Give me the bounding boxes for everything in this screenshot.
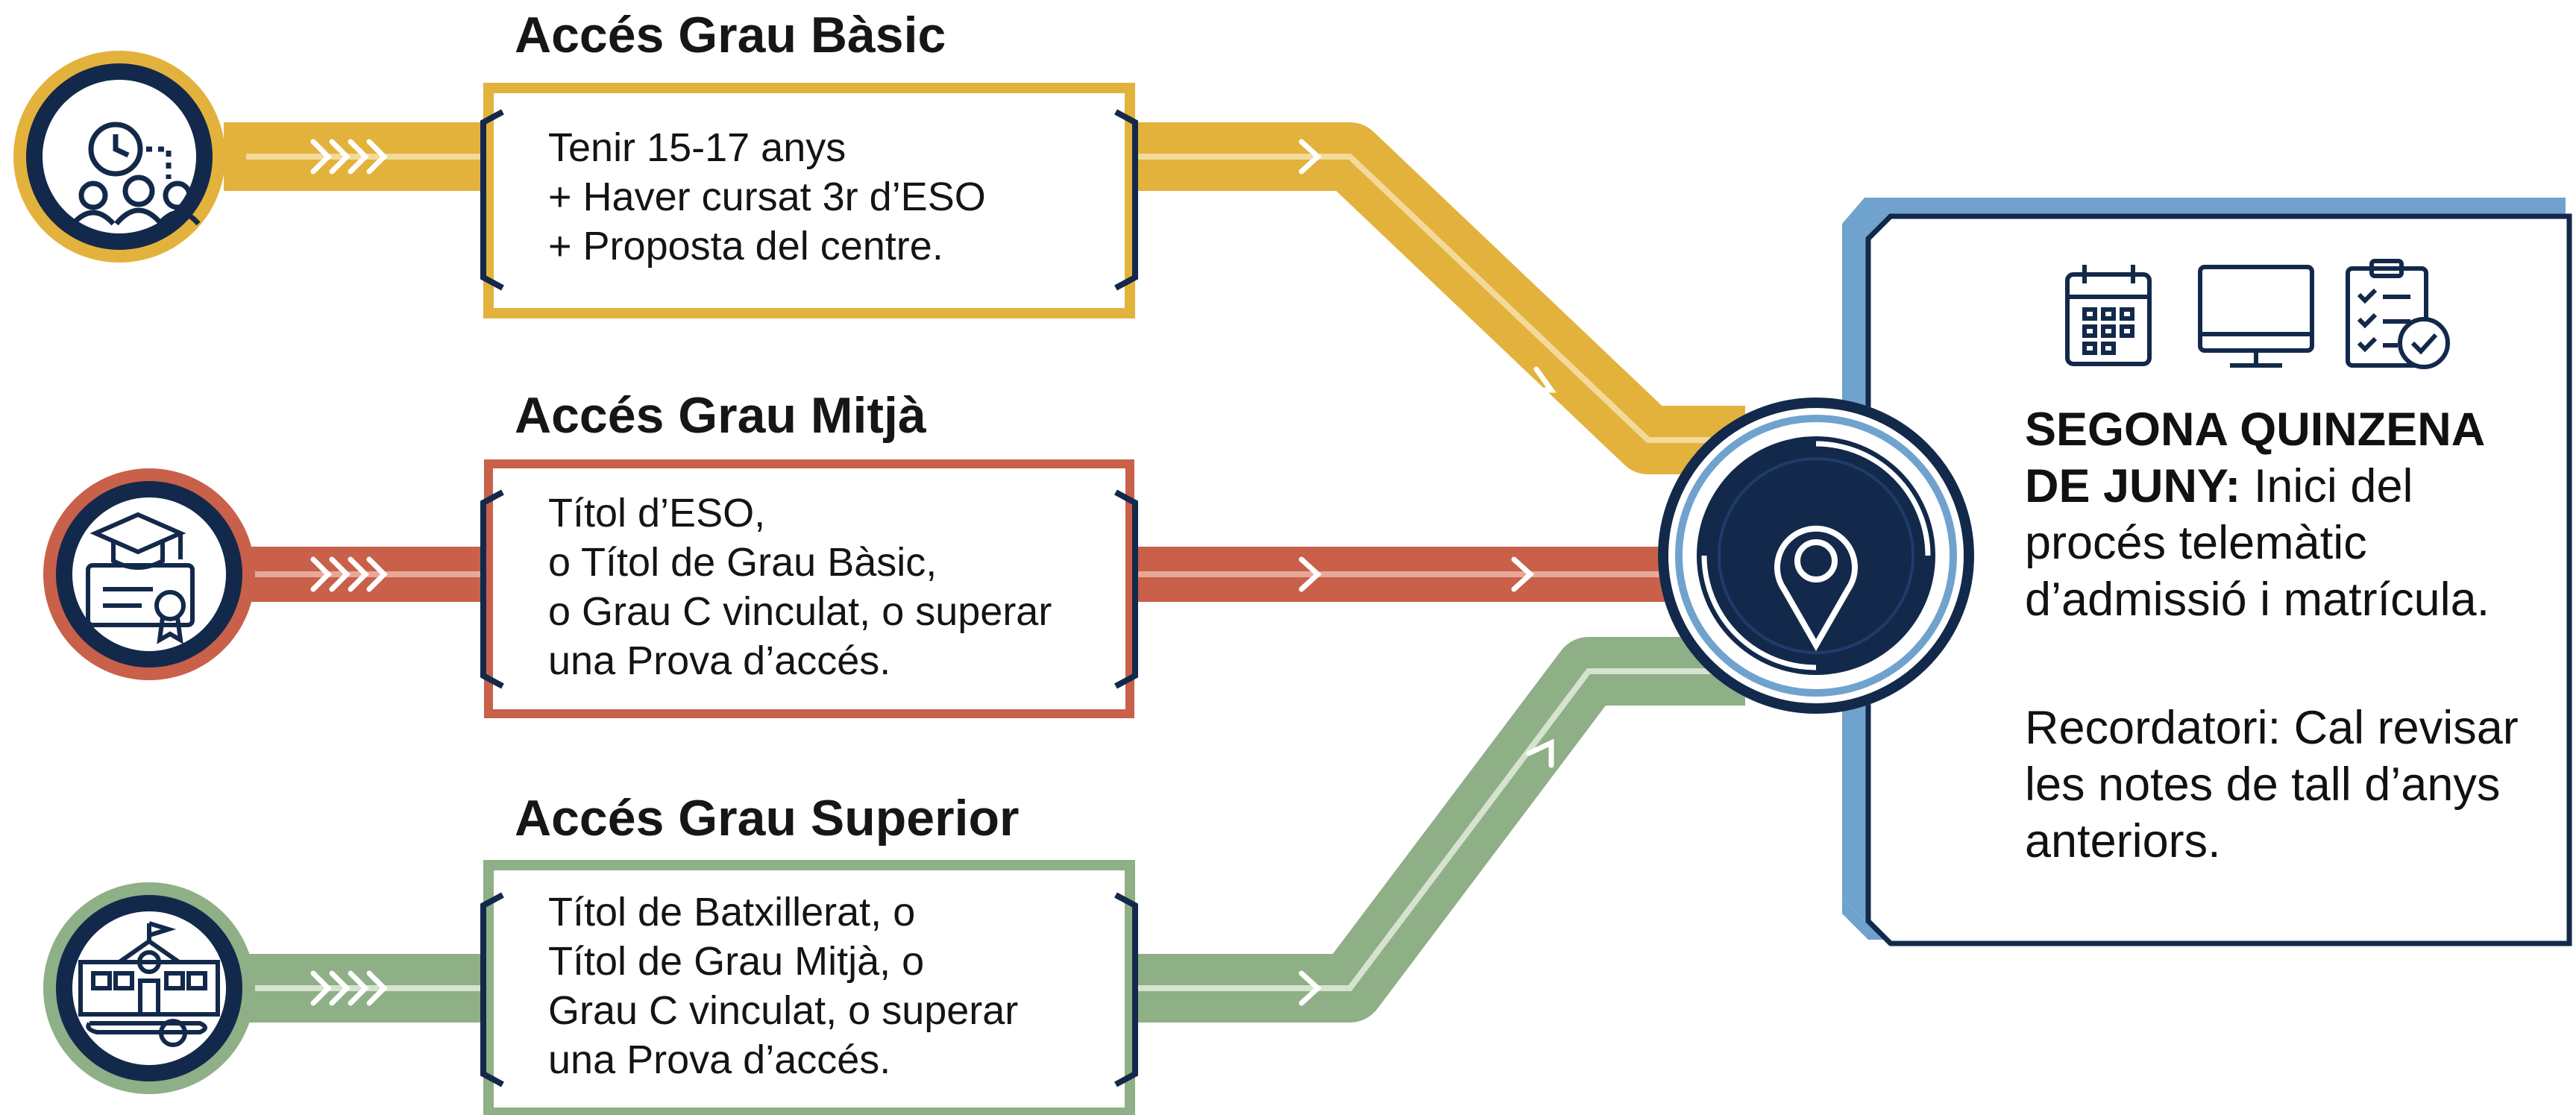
route-arrows (310, 139, 1556, 1006)
monitor-icon (2198, 265, 2314, 368)
school-building-icon (78, 921, 220, 1047)
requirement-box-basic (480, 83, 1138, 318)
route-requirements-mid: Títol d’ESO, o Títol de Grau Bàsic, o Gr… (548, 491, 1052, 683)
location-pin-icon (1774, 525, 1858, 652)
graduation-diploma-icon (86, 512, 195, 644)
route-heading-basic: Accés Grau Bàsic (515, 7, 946, 63)
route-icon-circle-basic (13, 51, 225, 263)
people-clock-icon (71, 122, 201, 226)
info-deadline-text: Inici del procés telemàtic d’admissió i … (2025, 460, 2490, 626)
route-requirements-superior: Títol de Batxillerat, o Títol de Grau Mi… (548, 890, 1019, 1082)
route-requirements-basic: Tenir 15-17 anys + Haver cursat 3r d’ESO… (548, 125, 986, 268)
calendar-icon (2065, 265, 2152, 366)
requirement-box-mid (480, 459, 1138, 718)
info-reminder: Recordatori: Cal revisar les notes de ta… (2025, 702, 2519, 867)
route-icon-circle-mid (43, 468, 255, 680)
route-icon-circle-superior (43, 882, 255, 1094)
info-deadline: SEGONA QUINZENA DE JUNY: Inici del procé… (2025, 401, 2547, 628)
info-deadline-date: SEGONA QUINZENA DE JUNY: (2025, 403, 2484, 512)
route-heading-superior: Accés Grau Superior (515, 790, 1020, 847)
checklist-icon (2346, 259, 2450, 369)
route-heading-mid: Accés Grau Mitjà (515, 387, 926, 444)
hub-circle (1658, 398, 1974, 714)
requirement-box-superior (480, 860, 1138, 1115)
